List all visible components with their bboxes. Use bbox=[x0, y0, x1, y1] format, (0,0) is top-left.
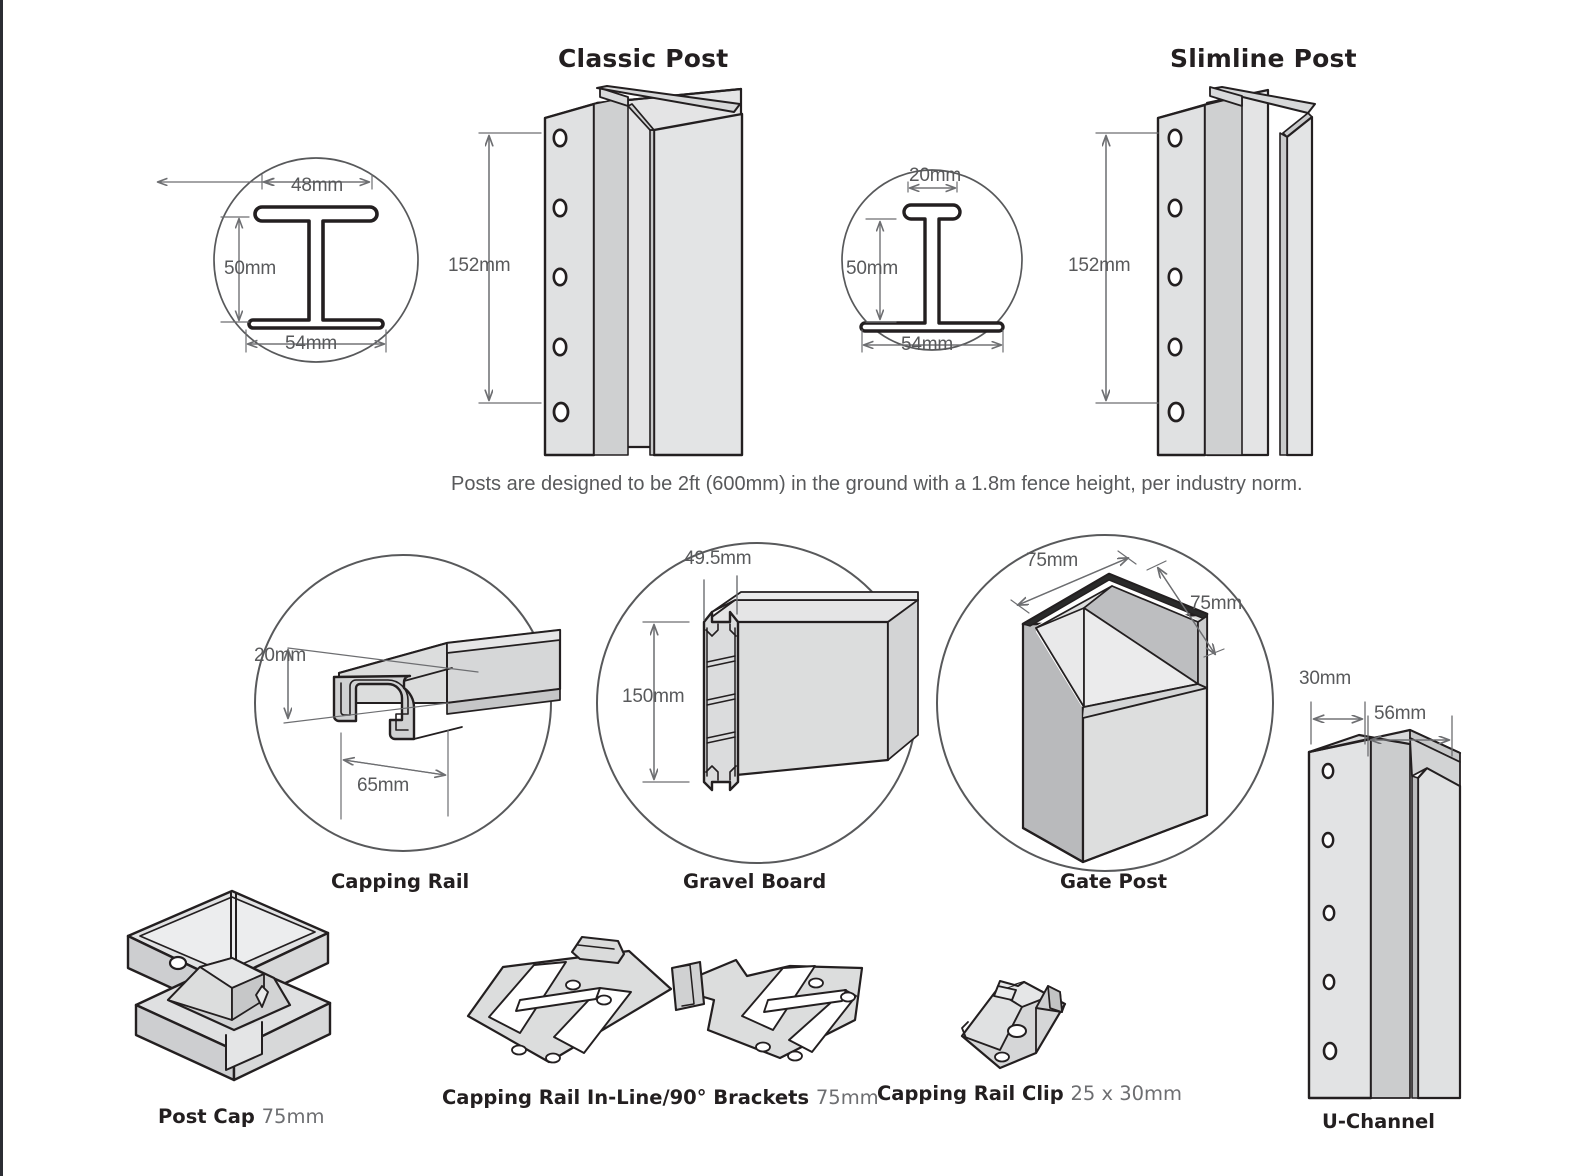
slimline-flange-top-dimension: 20mm bbox=[909, 165, 961, 186]
capping-rail-art bbox=[254, 554, 562, 852]
gate-post-label: Gate Post bbox=[1060, 870, 1168, 893]
classic-flange-top-dimension: 48mm bbox=[291, 175, 343, 196]
classic-web-height-dimension: 50mm bbox=[224, 258, 276, 279]
slimline-post-height-dimension: 152mm bbox=[1068, 255, 1131, 276]
capping-rail-width-dimension: 65mm bbox=[357, 775, 409, 796]
classic-post-height-dimension: 152mm bbox=[448, 255, 511, 276]
brackets-label: Capping Rail In-Line/90° Brackets 75mm bbox=[442, 1086, 879, 1109]
gate-post-art bbox=[936, 534, 1274, 872]
classic-post-heading: Classic Post bbox=[558, 44, 729, 73]
clip-size: 25 x 30mm bbox=[1070, 1082, 1183, 1105]
capping-rail-height-dimension: 20mm bbox=[254, 645, 306, 666]
gate-post-width-dimension: 75mm bbox=[1026, 550, 1078, 571]
slimline-cross-section-art bbox=[841, 169, 1023, 353]
classic-post-3d-art bbox=[478, 85, 744, 457]
gravel-board-art bbox=[596, 542, 919, 864]
u-channel-web-dimension: 56mm bbox=[1374, 703, 1426, 724]
gravel-board-height-dimension: 150mm bbox=[622, 686, 685, 707]
post-cap-size: 75mm bbox=[261, 1105, 325, 1128]
u-channel-art bbox=[1307, 701, 1462, 1100]
u-channel-flange-dimension: 30mm bbox=[1299, 668, 1351, 689]
post-cap-label: Post Cap 75mm bbox=[158, 1105, 324, 1128]
clip-label: Capping Rail Clip 25 x 30mm bbox=[877, 1082, 1182, 1105]
gravel-board-thickness-dimension: 49.5mm bbox=[684, 548, 752, 569]
gate-post-depth-dimension: 75mm bbox=[1190, 593, 1242, 614]
u-channel-label: U-Channel bbox=[1322, 1110, 1435, 1133]
classic-flange-bottom-dimension: 54mm bbox=[285, 333, 337, 354]
capping-rail-clip-art bbox=[960, 980, 1067, 1070]
gravel-board-label: Gravel Board bbox=[683, 870, 827, 893]
capping-rail-label: Capping Rail bbox=[331, 870, 470, 893]
post-cap-label-text: Post Cap bbox=[158, 1105, 255, 1128]
left-edge-accent bbox=[0, 0, 3, 1176]
installation-note: Posts are designed to be 2ft (600mm) in … bbox=[451, 473, 1303, 495]
slimline-web-height-dimension: 50mm bbox=[846, 258, 898, 279]
post-cap-art bbox=[126, 889, 332, 1082]
slimline-flange-bottom-dimension: 54mm bbox=[901, 334, 953, 355]
brackets-art bbox=[466, 935, 864, 1064]
clip-label-text: Capping Rail Clip bbox=[877, 1082, 1064, 1105]
slimline-post-heading: Slimline Post bbox=[1170, 44, 1357, 73]
classic-cross-section-art bbox=[158, 157, 419, 363]
brackets-label-text: Capping Rail In-Line/90° Brackets bbox=[442, 1086, 810, 1109]
slimline-post-3d-art bbox=[1095, 86, 1316, 457]
brackets-size: 75mm bbox=[815, 1086, 879, 1109]
